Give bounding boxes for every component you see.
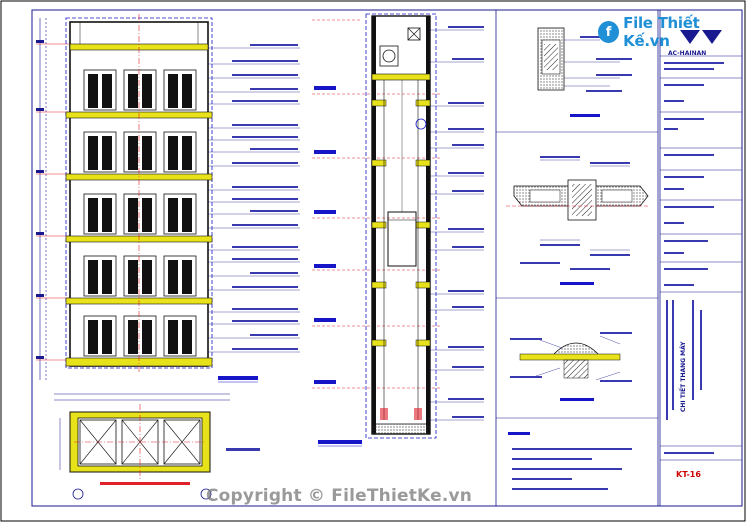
left-leaders — [208, 47, 300, 353]
shaft-plan — [54, 393, 260, 500]
logo-badge-icon: f — [598, 21, 620, 43]
landing-doors — [83, 69, 197, 357]
level-marks — [36, 43, 70, 361]
drawing-number: KT-16 — [676, 470, 701, 479]
motor-icon — [379, 45, 399, 67]
title-block-brand: AC-HAINAN — [668, 50, 707, 57]
left-elevation — [36, 14, 300, 383]
brand-emblem-icon — [680, 30, 722, 44]
watermark-logo-text: File Thiết Kế.vn — [623, 14, 700, 50]
shaft-section — [312, 13, 484, 447]
title-block — [659, 9, 743, 507]
sheet-title: CHI TIẾT THANG MÁY — [680, 341, 687, 412]
detail-panels — [495, 10, 659, 506]
watermark-logo: f File Thiết Kế.vn — [598, 14, 746, 50]
section-level-tags — [314, 86, 336, 384]
left-annotation-text — [232, 44, 298, 350]
watermark-copyright: Copyright © FileThietKe.vn — [206, 486, 473, 506]
